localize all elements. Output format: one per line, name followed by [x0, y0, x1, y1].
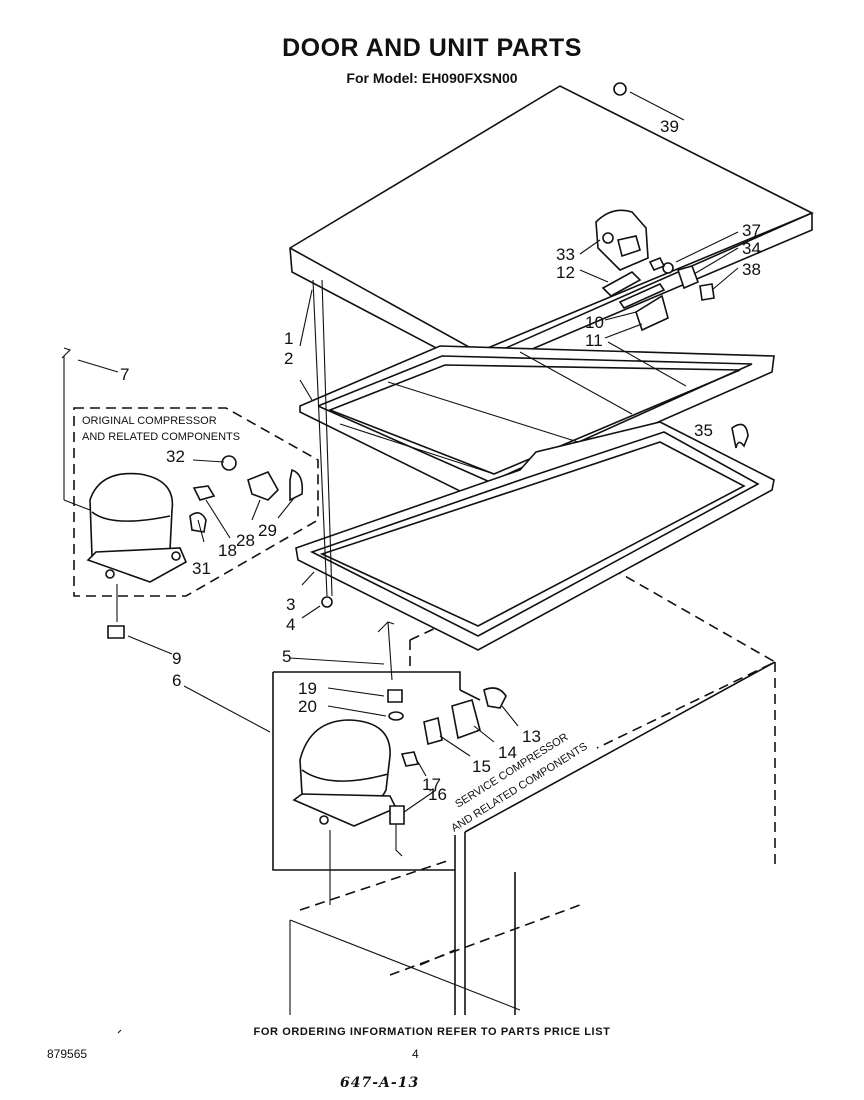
ordering-note: FOR ORDERING INFORMATION REFER TO PARTS … [253, 1026, 611, 1038]
door-liner [299, 341, 775, 497]
callout-28: 28 [236, 531, 255, 550]
original-compressor-group [61, 347, 319, 597]
door-gasket [295, 421, 775, 651]
hinge-assembly [579, 209, 739, 339]
service-compressor-group [183, 621, 519, 871]
callout-17: 17 [422, 775, 441, 794]
callout-6: 6 [172, 671, 181, 690]
callout-1: 1 [284, 329, 293, 348]
original-group-label-line1: ORIGINAL COMPRESSOR [82, 415, 217, 427]
callout-4: 4 [286, 615, 295, 634]
model-label: For Model: EH090FXSN00 [346, 70, 518, 86]
callout-39: 39 [660, 117, 679, 136]
callout-38: 38 [742, 260, 761, 279]
callout-2: 2 [284, 349, 293, 368]
callout-5: 5 [282, 647, 291, 666]
callout-29: 29 [258, 521, 277, 540]
callout-31: 31 [192, 559, 211, 578]
callout-3: 3 [286, 595, 295, 614]
stray-mark [117, 1029, 122, 1034]
callout-20: 20 [298, 697, 317, 716]
callout-9: 9 [172, 649, 181, 668]
callout-12: 12 [556, 263, 575, 282]
callout-34: 34 [742, 239, 761, 258]
page-number: 4 [412, 1047, 419, 1061]
document-number: 879565 [47, 1047, 88, 1061]
callout-13: 13 [522, 727, 541, 746]
callout-11: 11 [585, 331, 603, 350]
door-lid [289, 85, 814, 373]
handwritten-note: 647-A-13 [340, 1075, 420, 1091]
original-group-label-line2: AND RELATED COMPONENTS [82, 431, 240, 443]
compressor-grommet [107, 584, 173, 655]
callout-35: 35 [694, 421, 713, 440]
callout-15: 15 [472, 757, 491, 776]
service-group-label-line2: AND RELATED COMPONENTS [449, 741, 589, 835]
lid-fasteners [299, 279, 333, 619]
lid-bumper [613, 82, 685, 121]
callout-14: 14 [498, 743, 517, 762]
callout-16: 16 [428, 785, 447, 804]
callout-7: 7 [120, 365, 129, 384]
callout-18: 18 [218, 541, 237, 560]
callout-10: 10 [585, 313, 604, 332]
page-title: DOOR AND UNIT PARTS [282, 34, 582, 62]
callout-32: 32 [166, 447, 185, 466]
callout-19: 19 [298, 679, 317, 698]
door-clip [731, 423, 749, 449]
callout-33: 33 [556, 245, 575, 264]
callout-37: 37 [742, 221, 761, 240]
